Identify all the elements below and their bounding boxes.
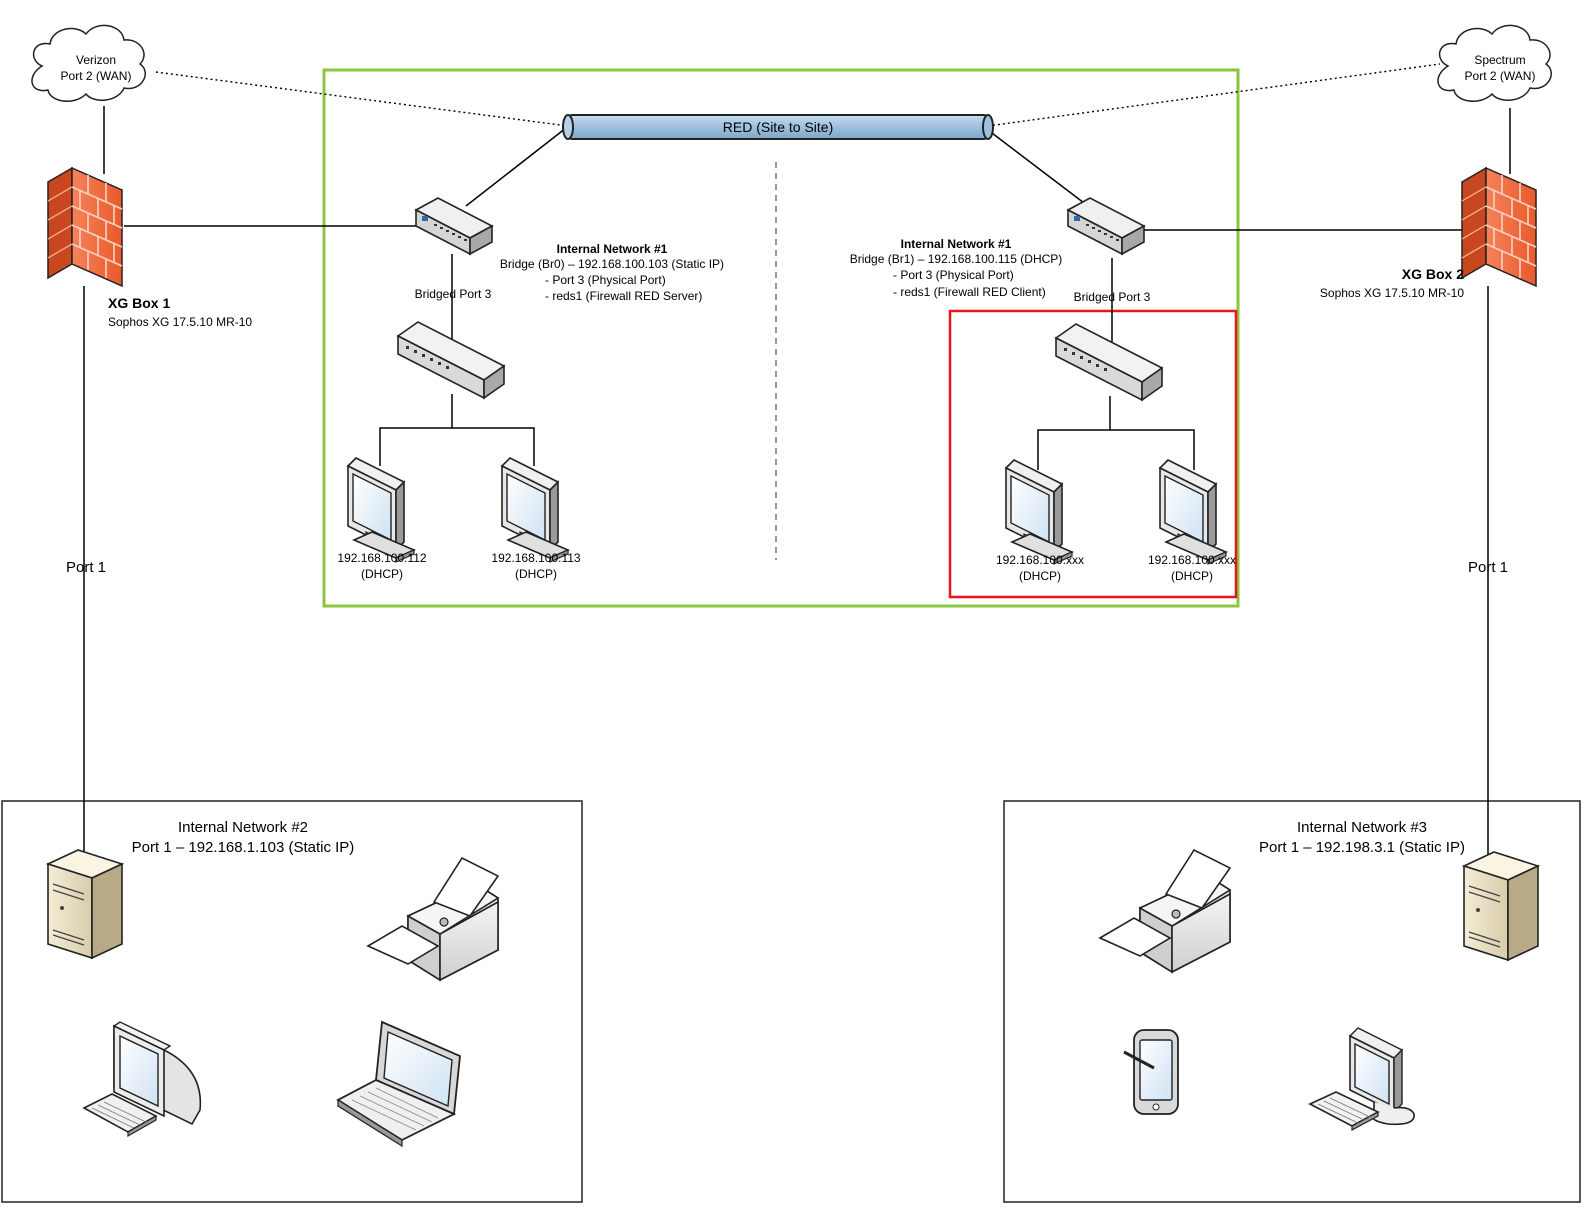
right-pc2-mode: (DHCP) (1171, 569, 1213, 583)
net3-tablet-icon (1122, 1028, 1180, 1116)
left-pc2-ip: 192.168.100.113 (491, 551, 581, 565)
internal-network-3-box (1003, 800, 1581, 1203)
left-bridged-port-label: Bridged Port 3 (415, 287, 492, 301)
xg2-subtitle: Sophos XG 17.5.10 MR-10 (1320, 286, 1464, 300)
right-pc2-monitor-icon (1159, 459, 1227, 565)
net3-server-icon (1463, 851, 1539, 961)
xg1-title: XG Box 1 (108, 295, 170, 311)
verizon-cloud: Verizon Port 2 (WAN) (31, 24, 146, 102)
left-pc2-monitor-icon (501, 457, 569, 563)
net2-title: Internal Network #2 (178, 819, 308, 836)
verizon-cloud-line1: Verizon (76, 53, 116, 67)
net2-desktop-icon (83, 1021, 202, 1137)
right-bridged-port-label: Bridged Port 3 (1074, 290, 1151, 304)
right-pc2-ip: 192.168.100.xxx (1148, 553, 1236, 567)
xg2-port-label: Port 1 (1468, 559, 1508, 576)
net3-subtitle: Port 1 – 192.198.3.1 (Static IP) (1259, 839, 1465, 856)
verizon-dotted-link (155, 71, 569, 127)
red-tunnel: RED (Site to Site) (562, 114, 994, 140)
spectrum-cloud: Spectrum Port 2 (WAN) (1437, 24, 1552, 102)
left-bridge-line2: - Port 3 (Physical Port) (545, 273, 666, 287)
net2-laptop-icon (337, 1021, 461, 1147)
left-hub-icon (415, 197, 493, 255)
tunnel-to-right-hub-wire (987, 129, 1089, 207)
verizon-cloud-line2: Port 2 (WAN) (61, 69, 132, 83)
spectrum-dotted-link (987, 63, 1441, 127)
right-bridge-line3: - reds1 (Firewall RED Client) (893, 285, 1046, 299)
right-switch-icon (1055, 323, 1163, 401)
spectrum-cloud-line2: Port 2 (WAN) (1465, 69, 1536, 83)
spectrum-cloud-line1: Spectrum (1474, 53, 1525, 67)
internal-network-2-box (1, 800, 583, 1203)
net3-pc-icon (1309, 1027, 1415, 1131)
left-pc1-monitor-icon (347, 457, 415, 563)
left-pc1-ip: 192.168.100.112 (337, 551, 427, 565)
left-switch-icon (397, 321, 505, 399)
xg-box-1-firewall-icon (47, 167, 123, 287)
right-bridge-line1: Bridge (Br1) – 192.168.100.115 (DHCP) (850, 252, 1063, 266)
right-bridge-line2: - Port 3 (Physical Port) (893, 268, 1014, 282)
net2-subtitle: Port 1 – 192.168.1.103 (Static IP) (132, 839, 355, 856)
xg-box-2-firewall-icon (1461, 167, 1537, 287)
tunnel-to-left-hub-wire (465, 127, 567, 207)
net3-title: Internal Network #3 (1297, 819, 1427, 836)
right-bridge-title: Internal Network #1 (901, 237, 1012, 251)
left-pc1-mode: (DHCP) (361, 567, 403, 581)
right-pc1-ip: 192.168.100.xxx (996, 553, 1084, 567)
left-switch-to-pcs-wire (379, 427, 535, 466)
net2-printer-icon (367, 857, 499, 981)
net2-server-icon (47, 849, 123, 959)
right-pc1-monitor-icon (1005, 459, 1073, 565)
remote-lan-highlight-box (948, 309, 1238, 599)
xg1-port-label: Port 1 (66, 559, 106, 576)
red-tunnel-label: RED (Site to Site) (723, 119, 833, 135)
left-bridge-title: Internal Network #1 (557, 242, 668, 256)
net3-printer-icon (1099, 849, 1231, 973)
left-bridge-line1: Bridge (Br0) – 192.168.100.103 (Static I… (500, 257, 724, 271)
right-hub-icon (1067, 197, 1145, 255)
xg2-title: XG Box 2 (1402, 266, 1464, 282)
left-bridge-line3: - reds1 (Firewall RED Server) (545, 289, 702, 303)
red-bridge-area-green-box (322, 68, 1240, 608)
right-pc1-mode: (DHCP) (1019, 569, 1061, 583)
left-pc2-mode: (DHCP) (515, 567, 557, 581)
xg1-subtitle: Sophos XG 17.5.10 MR-10 (108, 315, 252, 329)
right-switch-to-pcs-wire (1037, 429, 1195, 470)
